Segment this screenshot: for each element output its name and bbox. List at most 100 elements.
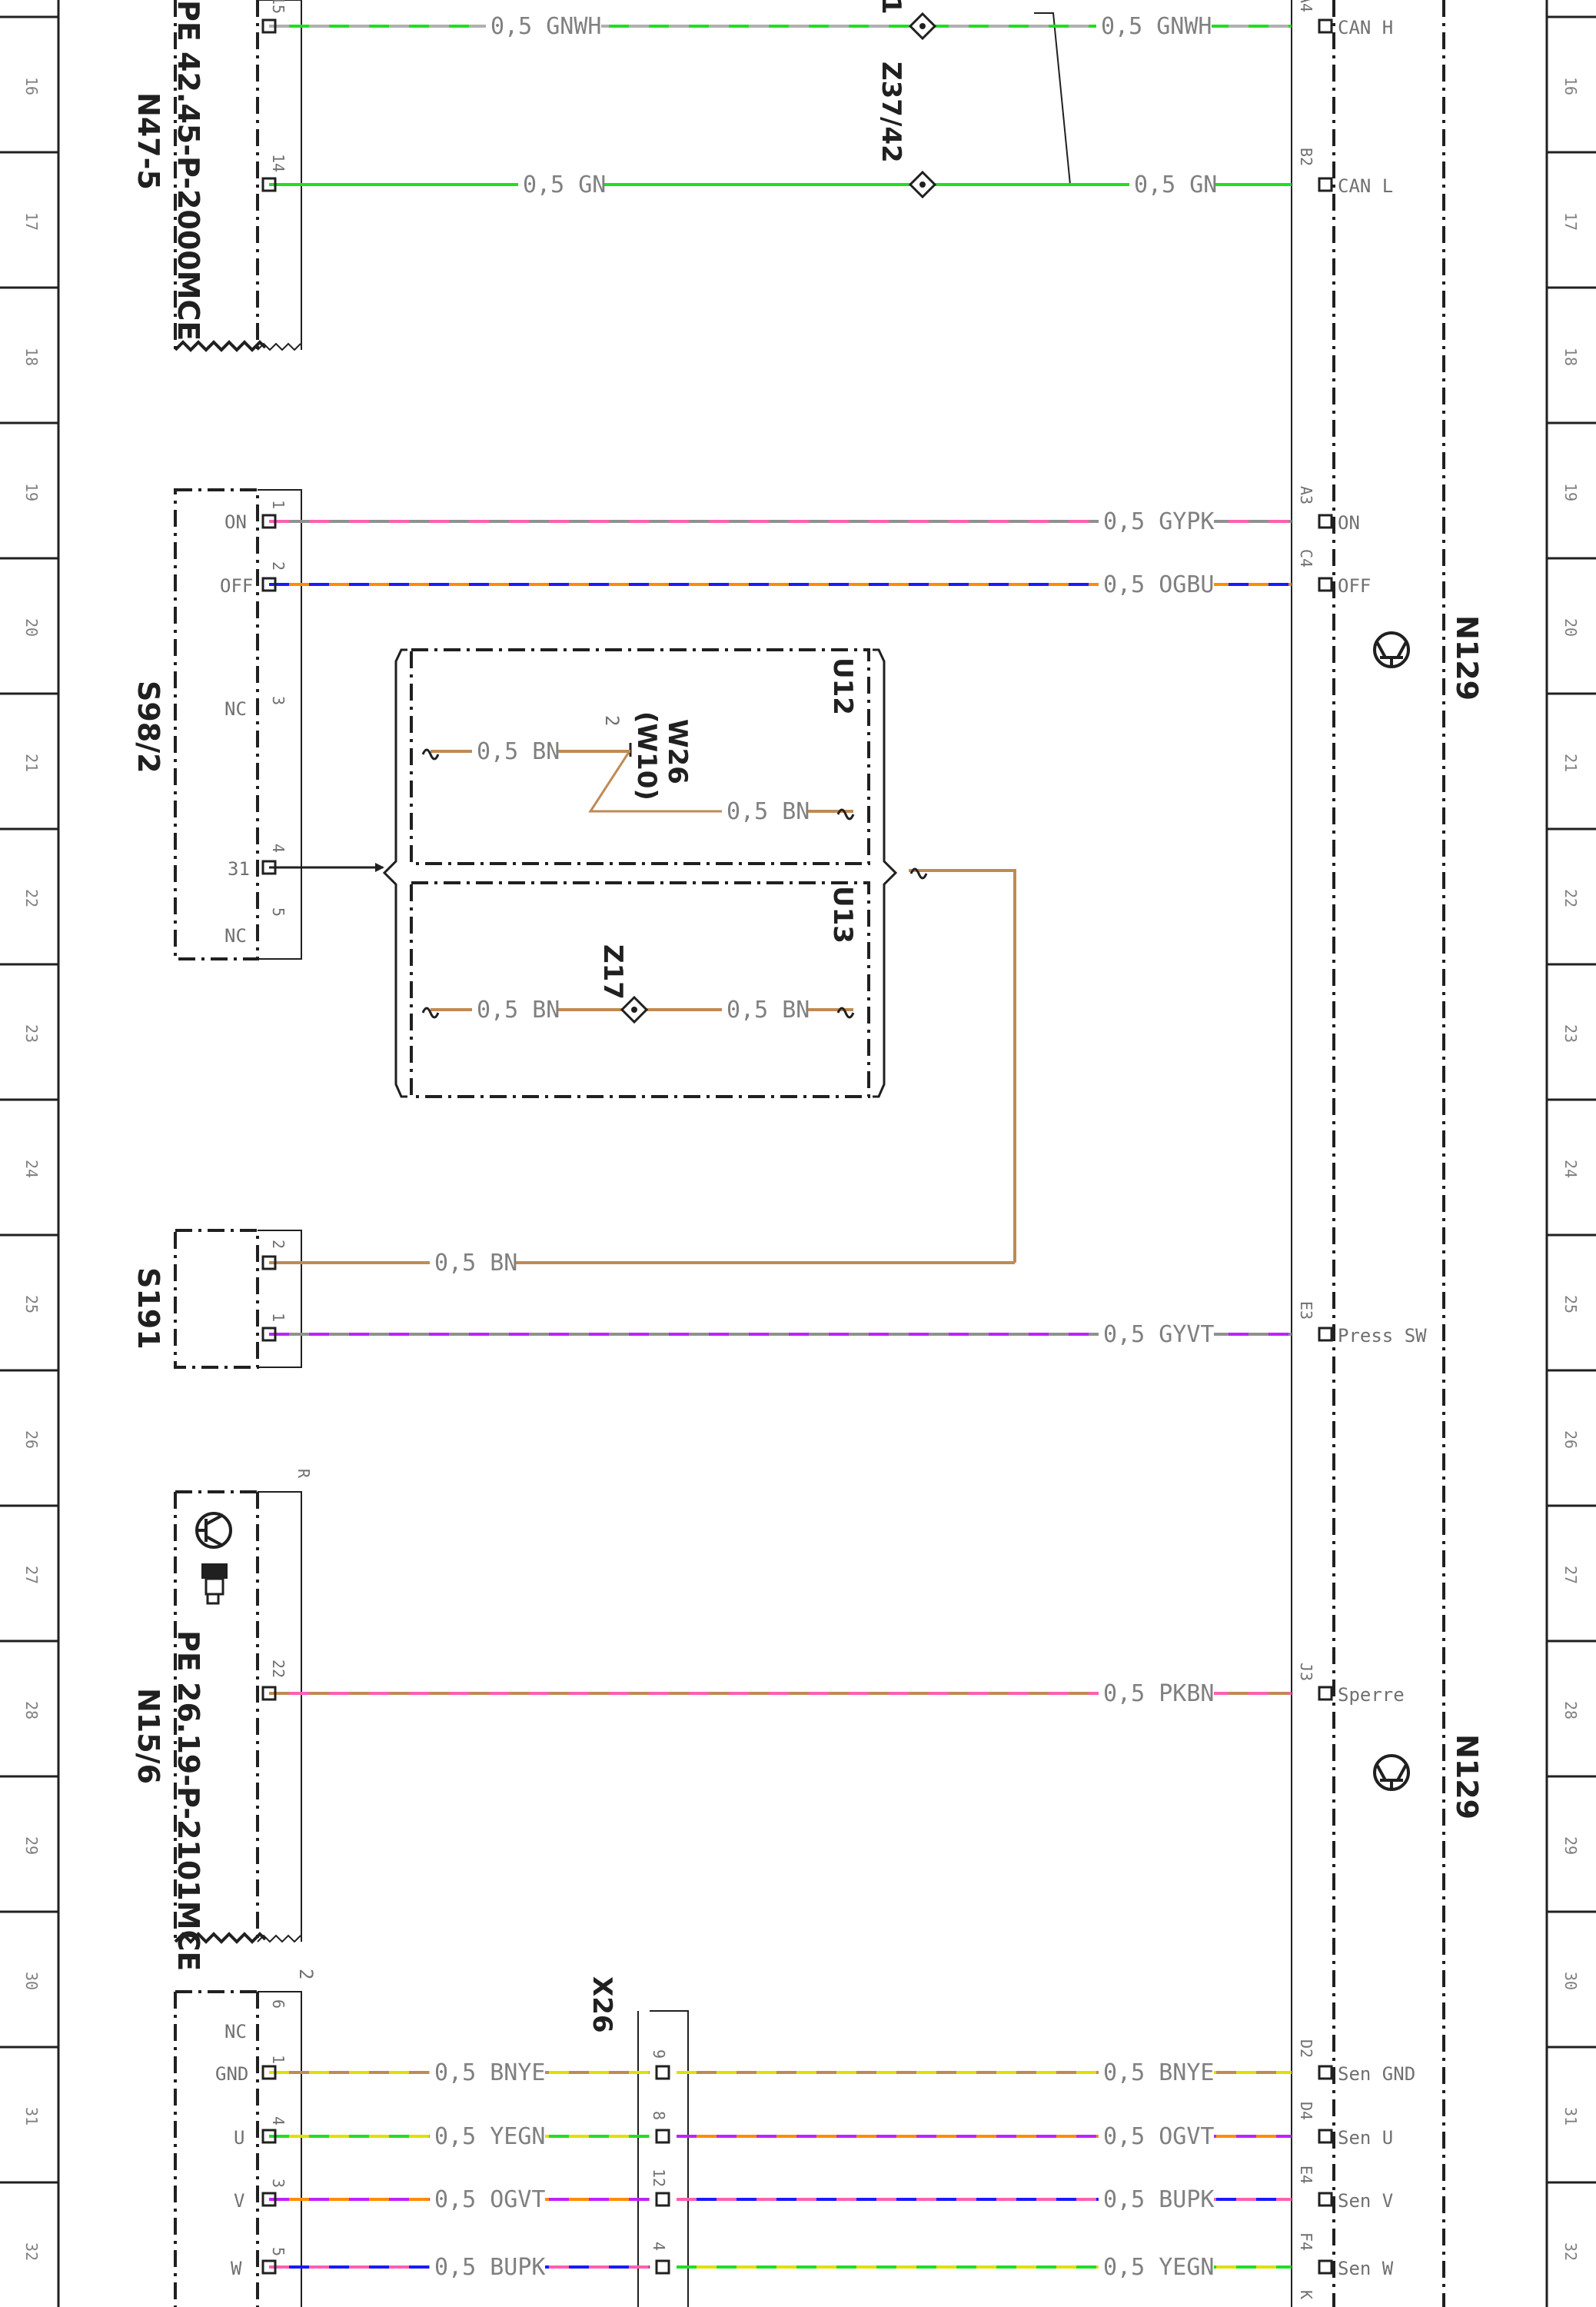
sig-s98-nc3: NC — [224, 698, 247, 720]
s98-2-pin-bar — [258, 489, 302, 960]
sig-can-l: CAN L — [1338, 175, 1393, 197]
ruler-number-left: 20 — [22, 618, 41, 637]
sensor-module-pin-bar — [258, 1991, 302, 2307]
pin-n47-14: 14 — [269, 154, 288, 172]
ruler-number-left: 25 — [22, 1295, 41, 1313]
n15-6-box — [174, 1490, 259, 1942]
n129-transistor-icon-top — [1373, 631, 1410, 668]
x26-pin-terminal — [655, 2259, 670, 2275]
ruler-number-right: 29 — [1561, 1836, 1580, 1855]
sig-off: OFF — [1338, 575, 1371, 597]
wire-label-bg — [1099, 572, 1214, 598]
z37-42-splice-h-dot — [919, 23, 926, 29]
wire-label-bg — [1099, 509, 1214, 535]
sig-s98-31: 31 — [228, 858, 250, 880]
n129-pin-d4: D4 — [1297, 2102, 1315, 2120]
ruler-number-right: 20 — [1561, 618, 1580, 637]
s98-2-label: S98/2 — [131, 681, 165, 774]
n129-pin-terminal — [1318, 1686, 1333, 1701]
wire-label-w-gnd-l: 0,5 BNYE — [434, 2059, 546, 2086]
ruler-number-right: 28 — [1561, 1701, 1580, 1719]
ruler-number-right: 30 — [1561, 1972, 1580, 1990]
wire-label-w-w-l: 0,5 BUPK — [434, 2254, 546, 2281]
ruler-number-left: 28 — [22, 1701, 41, 1719]
wire-label-bg — [1099, 2255, 1214, 2281]
sig-on: ON — [1338, 512, 1360, 534]
wire-label-w-sperre: 0,5 PKBN — [1103, 1680, 1215, 1707]
wire-label-bg — [1096, 14, 1212, 40]
pin-n15-22: 22 — [269, 1660, 288, 1678]
pin-s98-4: 4 — [269, 844, 288, 853]
ruler-number-right: 25 — [1561, 1295, 1580, 1313]
ruler-number-right: 32 — [1561, 2242, 1580, 2261]
sig-sen-v: Sen V — [1338, 2190, 1393, 2212]
u-block-bracket-right — [873, 648, 898, 1098]
n15-6-label: N15/6 — [131, 1688, 165, 1784]
n129-pin-terminal — [1318, 514, 1333, 529]
sig-m-u: U — [234, 2127, 244, 2149]
sig-sen-w: Sen W — [1338, 2258, 1394, 2279]
wire-label-bg — [486, 14, 601, 40]
wire-label-w-can-h-right: 0,5 GNWH — [1101, 13, 1212, 40]
wire-label-bg — [430, 1250, 516, 1277]
x26-pin-terminal — [655, 2065, 670, 2080]
n15-6-transistor-icon — [195, 1512, 232, 1549]
n129-pin-terminal — [1318, 2129, 1333, 2144]
z17-label: Z17 — [597, 944, 628, 1000]
s191-label: S191 — [131, 1267, 165, 1350]
ruler-number-right: 19 — [1561, 483, 1580, 501]
ruler-number-right: 27 — [1561, 1566, 1580, 1584]
wire-label-w-gnd-r: 0,5 BNYE — [1103, 2059, 1215, 2086]
w26-junction-wire — [588, 749, 723, 813]
n129-pin-c4: C4 — [1297, 549, 1315, 568]
sensor-module-box — [174, 1990, 259, 2307]
n15-6-pin-small: 2 — [295, 1969, 317, 1979]
ruler-number-left: 21 — [22, 754, 41, 772]
n15-6-corner: R — [294, 1469, 313, 1479]
splice-layer — [421, 12, 937, 1024]
wire-label-bg — [722, 997, 808, 1024]
wire-label-bg — [1099, 1681, 1214, 1707]
ruler-number-left: 19 — [22, 483, 41, 501]
wire-label-bg — [472, 997, 558, 1024]
w26-label: W26 — [662, 719, 693, 784]
n15-6-break — [174, 1932, 267, 1944]
u13-label: U13 — [827, 886, 858, 944]
sig-m-nc: NC — [224, 2021, 247, 2042]
n129-pin-terminal — [1318, 2065, 1333, 2080]
left-pin-terminal — [261, 2259, 277, 2275]
sig-m-w: W — [231, 2258, 242, 2279]
z37-42-splice-l-dot — [919, 181, 926, 188]
wire-label-w-u-r: 0,5 OGVT — [1103, 2123, 1215, 2150]
wire-label-w-press: 0,5 GYVT — [1103, 1321, 1215, 1348]
wire-break-mark — [421, 748, 440, 761]
left-pin-terminal — [261, 2065, 277, 2080]
sig-sen-gnd: Sen GND — [1338, 2063, 1415, 2085]
s98-2-box — [174, 488, 259, 960]
left-pin-terminal — [261, 177, 277, 192]
ruler-number-left: 31 — [22, 2107, 41, 2126]
x26-pin-9: 9 — [650, 2049, 668, 2059]
n47-5-break — [174, 340, 267, 352]
sig-m-v: V — [234, 2190, 244, 2212]
wire-label-bg — [430, 2060, 545, 2086]
pin-s191-1: 1 — [269, 1313, 288, 1322]
sig-press-sw: Press SW — [1338, 1325, 1427, 1347]
sig-s98-on: ON — [224, 511, 247, 533]
ruler-number-right: 23 — [1561, 1024, 1580, 1043]
left-pin-terminal — [261, 577, 277, 592]
z37-42-top: 1 — [876, 0, 906, 15]
wire-break-mark — [836, 808, 855, 821]
u13-block — [410, 881, 870, 1098]
wire-label-w-off: 0,5 OGBU — [1103, 571, 1215, 598]
ruler-number-left: 24 — [22, 1160, 41, 1178]
wire-label-bg — [722, 799, 808, 825]
wire-s191-2-riser — [909, 869, 1016, 1263]
n129-pin-a4: A4 — [1297, 0, 1315, 12]
x26-pin-4: 4 — [650, 2242, 668, 2251]
ruler-number-left: 26 — [22, 1430, 41, 1449]
wire-label-w-u12-b: 0,5 BN — [727, 798, 810, 825]
pin-m-6: 6 — [269, 1999, 288, 2009]
